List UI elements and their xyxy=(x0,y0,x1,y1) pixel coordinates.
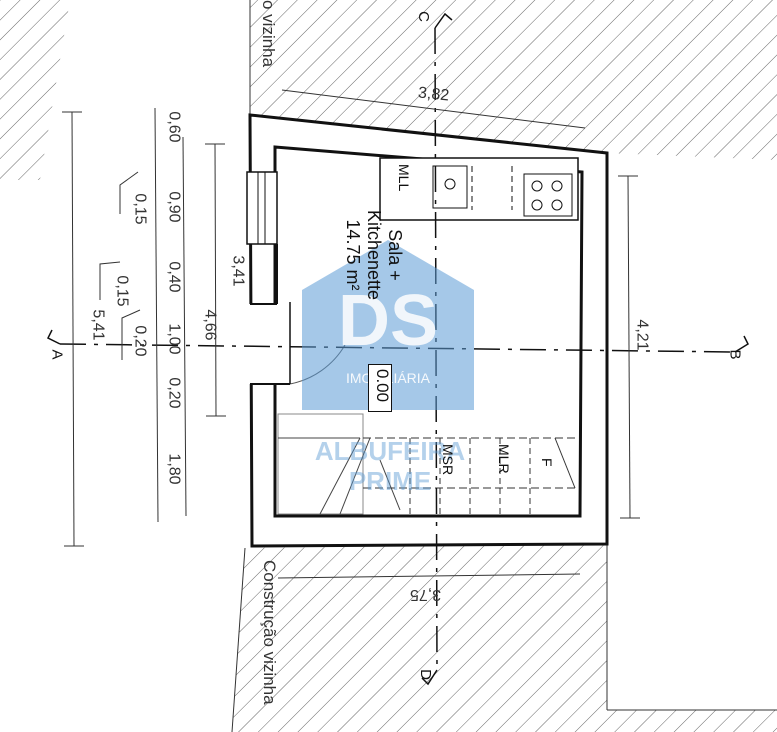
dim-aside-1: 0,15 xyxy=(131,193,149,225)
room-name-2: Kitchenette xyxy=(364,209,384,301)
dim-bottom-width: 3,75 xyxy=(410,586,442,603)
dim-left-inner: 4,66 xyxy=(201,309,219,341)
dim-chain-3: 0,40 xyxy=(165,261,183,293)
watermark-logo: DS xyxy=(337,281,439,361)
level-marker: 0.00 xyxy=(368,364,392,412)
section-marker-d: D xyxy=(416,669,434,680)
dim-chain-5: 0,20 xyxy=(165,377,183,409)
sink-label: MLL xyxy=(396,164,412,192)
washer-label: MLR xyxy=(496,444,512,474)
dim-right-height: 4,21 xyxy=(633,319,651,351)
watermark: DS IMOBILIÁRIA xyxy=(302,240,474,410)
dim-aside-3: 0,20 xyxy=(131,325,149,357)
room-name: Sala + xyxy=(385,229,405,281)
dim-overall-left: 5,41 xyxy=(89,309,107,341)
cooktop xyxy=(523,173,573,217)
kitchen-counter xyxy=(379,157,579,221)
dim-left-upper: 3,41 xyxy=(229,255,247,287)
room-area: 14.75 m² xyxy=(343,219,363,291)
watermark-house-icon xyxy=(302,240,474,410)
door-opening xyxy=(247,304,277,384)
dimension-lines xyxy=(62,89,640,579)
room-label: Sala + Kitchenette 14.75 m² xyxy=(285,200,405,310)
section-marker-a: A xyxy=(48,349,66,360)
level-value: 0.00 xyxy=(373,369,392,403)
dryer-label: MSR xyxy=(440,444,456,476)
section-marker-c: C xyxy=(414,11,432,22)
watermark-brand-line2: PRIME xyxy=(348,466,432,496)
neighbor-label-top: o vizinha xyxy=(259,0,278,68)
section-marker-b: B xyxy=(726,349,744,360)
dim-chain-2: 0,90 xyxy=(165,191,183,223)
neighbor-label-bottom: Construção vizinha xyxy=(260,560,279,705)
sink xyxy=(432,165,468,209)
dim-top-width: 3,82 xyxy=(417,84,450,105)
watermark-brand-line1: ALBUFEIRA xyxy=(314,436,466,466)
dim-chain-1: 0,60 xyxy=(165,111,183,143)
dim-aside-2: 0,15 xyxy=(113,275,131,307)
window xyxy=(246,171,278,245)
fridge-label: F xyxy=(539,458,555,467)
staircase xyxy=(277,413,578,515)
dim-chain-4: 1,00 xyxy=(165,323,183,355)
dim-chain-6: 1,80 xyxy=(165,453,183,485)
